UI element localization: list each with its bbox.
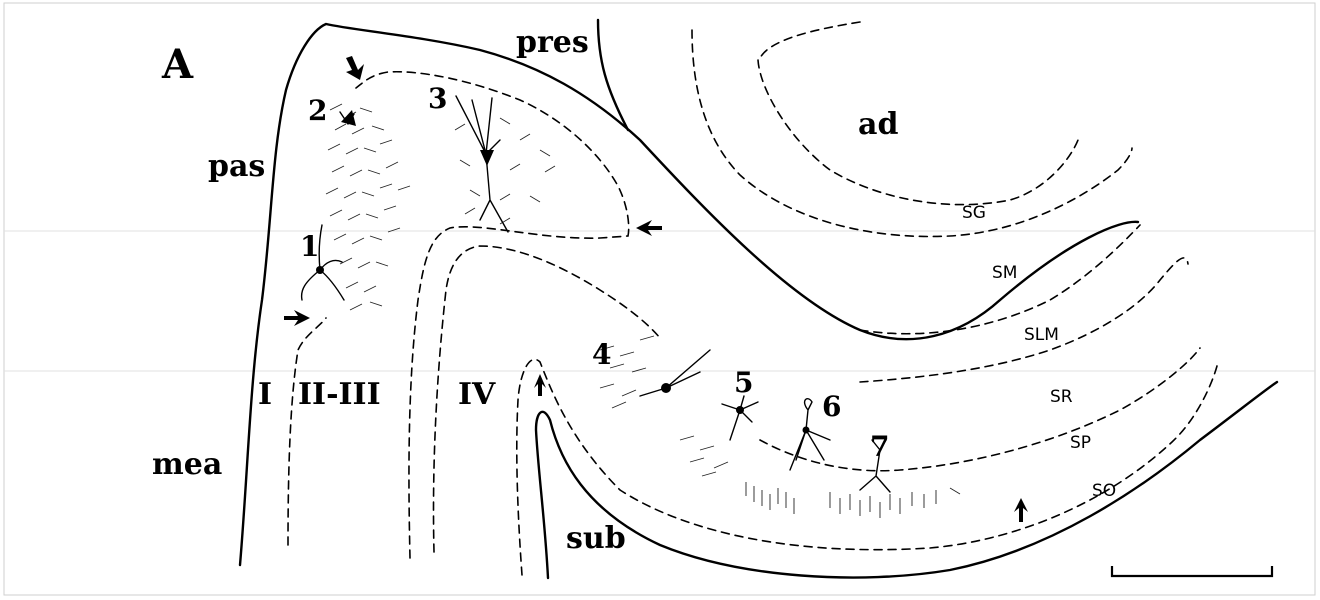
layer-boundary-iv — [432, 245, 661, 553]
subiculum-inner-boundary — [515, 358, 1219, 576]
hippocampal-fissure — [691, 29, 1133, 238]
figure-frame — [3, 2, 1316, 596]
layer-boundary-ii-iii — [355, 70, 630, 559]
cell-label-2: 2 — [308, 94, 327, 127]
dendritic-field-cell-5 — [679, 435, 729, 477]
layer-boundary-i — [287, 317, 327, 546]
layer-label-sr: SR — [1050, 387, 1073, 407]
cortical-layer-label-ii-iii: II-III — [298, 377, 381, 412]
pial-surface-outline — [238, 22, 1140, 567]
panel-label: A — [161, 41, 194, 88]
region-label-pas: pas — [208, 149, 265, 184]
dendritic-field-cell-6-7 — [745, 482, 961, 518]
dendritic-field-cell-3 — [454, 117, 556, 225]
dendritic-field-cell-2 — [325, 103, 411, 311]
arrow-indicator-so — [1014, 498, 1028, 522]
cell-label-1: 1 — [300, 230, 319, 263]
neuron-cell-1 — [300, 224, 345, 301]
dendritic-field-cell-4 — [599, 335, 655, 409]
layer-label-sm: SM — [992, 263, 1017, 283]
arrow-indicator-sub — [534, 374, 546, 396]
scale-bar — [1110, 566, 1274, 578]
layer-label-sg: SG — [962, 203, 986, 223]
neuron-cell-7 — [859, 439, 891, 493]
arrow-indicator-top-left — [346, 56, 364, 80]
arrow-indicator-top-right — [636, 220, 662, 236]
stratum-radiatum-boundary — [859, 224, 1141, 335]
cell-label-6: 6 — [822, 390, 841, 423]
arrow-indicator-left — [284, 310, 310, 326]
dentate-granule-boundary-outer — [757, 59, 1079, 206]
neuron-cell-2 — [339, 110, 356, 126]
cell-label-4: 4 — [592, 338, 611, 371]
region-label-pres: pres — [516, 25, 589, 60]
cell-label-5: 5 — [734, 366, 753, 399]
cell-label-3: 3 — [428, 82, 447, 115]
neuron-cell-6 — [789, 398, 831, 471]
subiculum-outline — [534, 380, 1279, 580]
neuron-cell-5 — [721, 395, 759, 441]
stratum-pyramidale-boundary — [859, 257, 1189, 383]
cortical-layer-label-iv: IV — [458, 377, 496, 412]
layer-label-sp: SP — [1070, 433, 1091, 453]
cell-label-7: 7 — [870, 430, 889, 463]
pres-border-line — [596, 18, 630, 132]
region-label-sub: sub — [566, 521, 626, 556]
dentate-granule-boundary-inner — [759, 21, 861, 59]
region-label-mea: mea — [152, 447, 222, 482]
layer-label-so: SO — [1092, 481, 1116, 501]
stratum-oriens-boundary — [759, 347, 1201, 472]
neuron-cell-3 — [455, 95, 509, 233]
layer-label-slm: SLM — [1024, 325, 1059, 345]
cortical-layer-label-i: I — [258, 377, 272, 412]
neuron-cell-4 — [639, 349, 711, 397]
region-label-ad: ad — [858, 107, 898, 142]
